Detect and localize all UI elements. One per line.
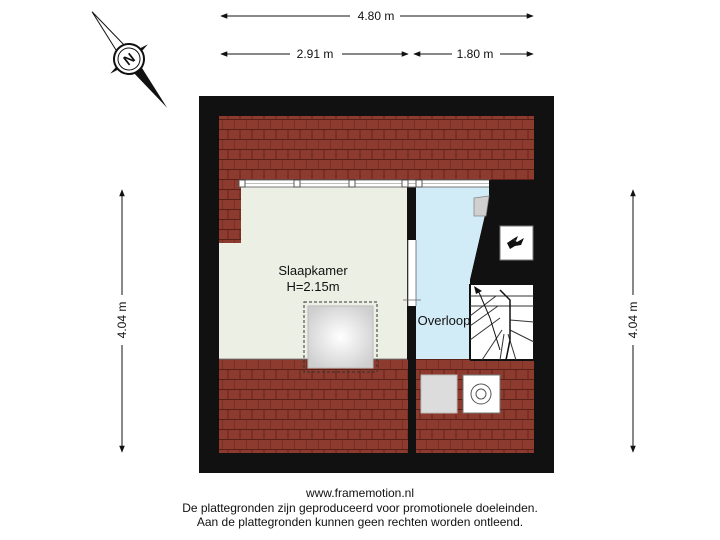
footer-disclaimer-line2: Aan de plattegronden kunnen geen rechten…: [196, 515, 524, 529]
skylight: [303, 301, 378, 373]
dimension-left-depth: 4.04 m: [114, 189, 130, 453]
heater-icon: [499, 225, 534, 261]
dimension-left-width: 2.91 m: [220, 46, 409, 62]
dimension-right-depth-label: 4.04 m: [626, 302, 640, 339]
footer: www.framemotion.nl De plattegronden zijn…: [0, 486, 720, 530]
dimension-right-width: 1.80 m: [413, 46, 534, 62]
dimension-left-width-label: 2.91 m: [297, 47, 334, 61]
roof-tiles-left: [219, 180, 241, 243]
staircase: [469, 283, 535, 361]
dimension-total-width-label: 4.80 m: [358, 9, 395, 23]
roof-tiles-bottom-left: [219, 359, 410, 453]
ventilation-unit-icon: [473, 195, 490, 217]
landing-floor: [416, 186, 489, 359]
interior-wall: [408, 180, 416, 473]
bedroom-name-label: Slaapkamer: [278, 263, 348, 278]
dimension-right-width-label: 1.80 m: [457, 47, 494, 61]
dimension-right-depth: 4.04 m: [625, 189, 641, 453]
chimney-wall: [470, 180, 534, 288]
footer-website: www.framemotion.nl: [305, 486, 415, 500]
footer-disclaimer-line1: De plattegronden zijn geproduceerd voor …: [182, 500, 538, 515]
appliance-space: [420, 374, 458, 414]
roof-tiles-top: [219, 116, 534, 180]
dimension-total-width: 4.80 m: [220, 8, 534, 24]
washing-machine-icon: [462, 374, 501, 414]
dimension-left-depth-label: 4.04 m: [115, 302, 129, 339]
landing-name-label: Overloop: [418, 313, 471, 328]
dormer-window: [238, 179, 491, 188]
bedroom-height-label: H=2.15m: [286, 279, 339, 294]
compass-icon: N: [91, 11, 168, 108]
